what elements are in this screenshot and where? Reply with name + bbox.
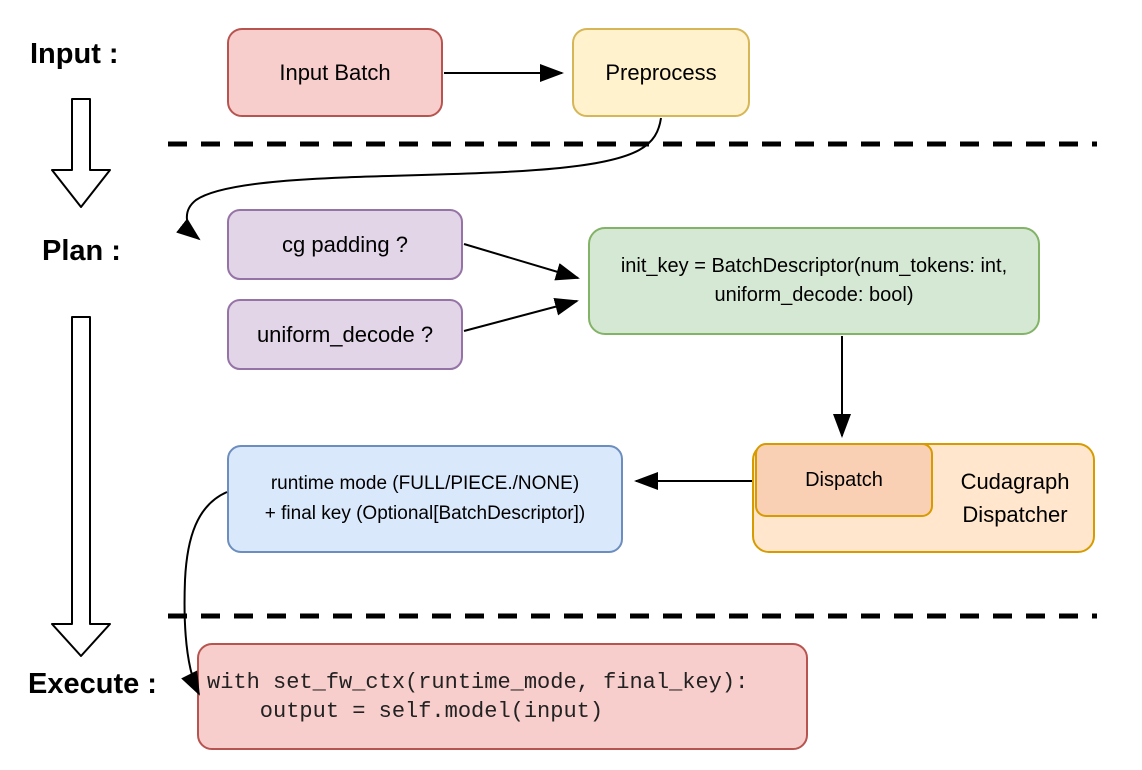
node-preprocess-label: Preprocess [605, 59, 717, 85]
cudagraph-dispatcher-line1: Cudagraph [960, 469, 1070, 494]
node-init-key-line2: uniform_decode: bool) [714, 284, 914, 306]
node-init-key: init_key = BatchDescriptor(num_tokens: i… [588, 227, 1040, 335]
node-runtime-mode-line1: runtime mode (FULL/PIECE./NONE) [270, 473, 580, 494]
node-cg-padding: cg padding ? [227, 209, 463, 280]
node-input-batch-label: Input Batch [279, 59, 391, 85]
node-init-key-line1: init_key = BatchDescriptor(num_tokens: i… [620, 255, 1008, 277]
node-dispatch-label: Dispatch [805, 468, 883, 491]
node-dispatch: Dispatch [755, 443, 933, 517]
stage-label-execute: Execute : [28, 668, 157, 700]
stage-label-input: Input : [30, 38, 119, 70]
node-cg-padding-label: cg padding ? [282, 231, 408, 257]
arrow-cg-padding-to-init-key [463, 243, 580, 281]
execute-code-line1: with set_fw_ctx(runtime_mode, final_key)… [207, 669, 749, 695]
node-cudagraph-dispatcher-label: Cudagraph Dispatcher [938, 462, 1092, 534]
arrow-uniform-decode-to-init-key [463, 297, 579, 332]
node-input-batch: Input Batch [227, 28, 443, 117]
cudagraph-dispatcher-line2: Dispatcher [962, 502, 1068, 527]
node-preprocess: Preprocess [572, 28, 750, 117]
node-runtime-mode: runtime mode (FULL/PIECE./NONE) + final … [227, 445, 623, 553]
node-uniform-decode: uniform_decode ? [227, 299, 463, 370]
node-uniform-decode-label: uniform_decode ? [256, 321, 434, 347]
hollow-arrow-input-to-plan [51, 98, 111, 208]
hollow-arrow-plan-to-execute [51, 316, 111, 657]
execute-code-line2: output = self.model(input) [207, 698, 604, 724]
node-runtime-mode-line2: + final key (Optional[BatchDescriptor]) [264, 503, 586, 524]
node-execute-code: with set_fw_ctx(runtime_mode, final_key)… [197, 643, 808, 750]
stage-label-plan: Plan : [42, 235, 121, 267]
